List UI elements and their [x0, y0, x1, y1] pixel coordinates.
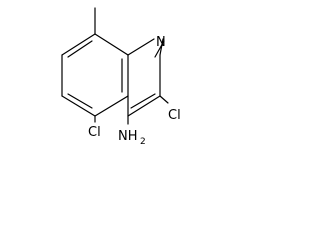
- bond-n1-c2-inner: [154, 40, 165, 58]
- bond-c5-c4a: [94, 95, 129, 117]
- amine-label: NH: [118, 129, 138, 144]
- bond-c8a-n1: [127, 38, 155, 56]
- bond-n1-c2: [159, 38, 164, 56]
- nitrogen-label: N: [156, 35, 166, 50]
- bond-c3-cl: [159, 95, 169, 104]
- bond-c8-c7-inner: [67, 40, 93, 58]
- bond-c6-c5-inner: [67, 93, 93, 109]
- bond-c8-c7: [61, 33, 96, 56]
- bond-c3-c4-inner: [130, 93, 156, 109]
- bond-c6-c5: [61, 95, 96, 117]
- chemical-structure: N Cl Cl NH 2: [61, 7, 181, 147]
- chloro-3-label: Cl: [168, 108, 181, 123]
- bond-c3-c4: [127, 95, 161, 117]
- chloro-5-label: Cl: [88, 125, 101, 140]
- bond-c8-c8a: [94, 33, 129, 56]
- amine-subscript: 2: [140, 137, 146, 147]
